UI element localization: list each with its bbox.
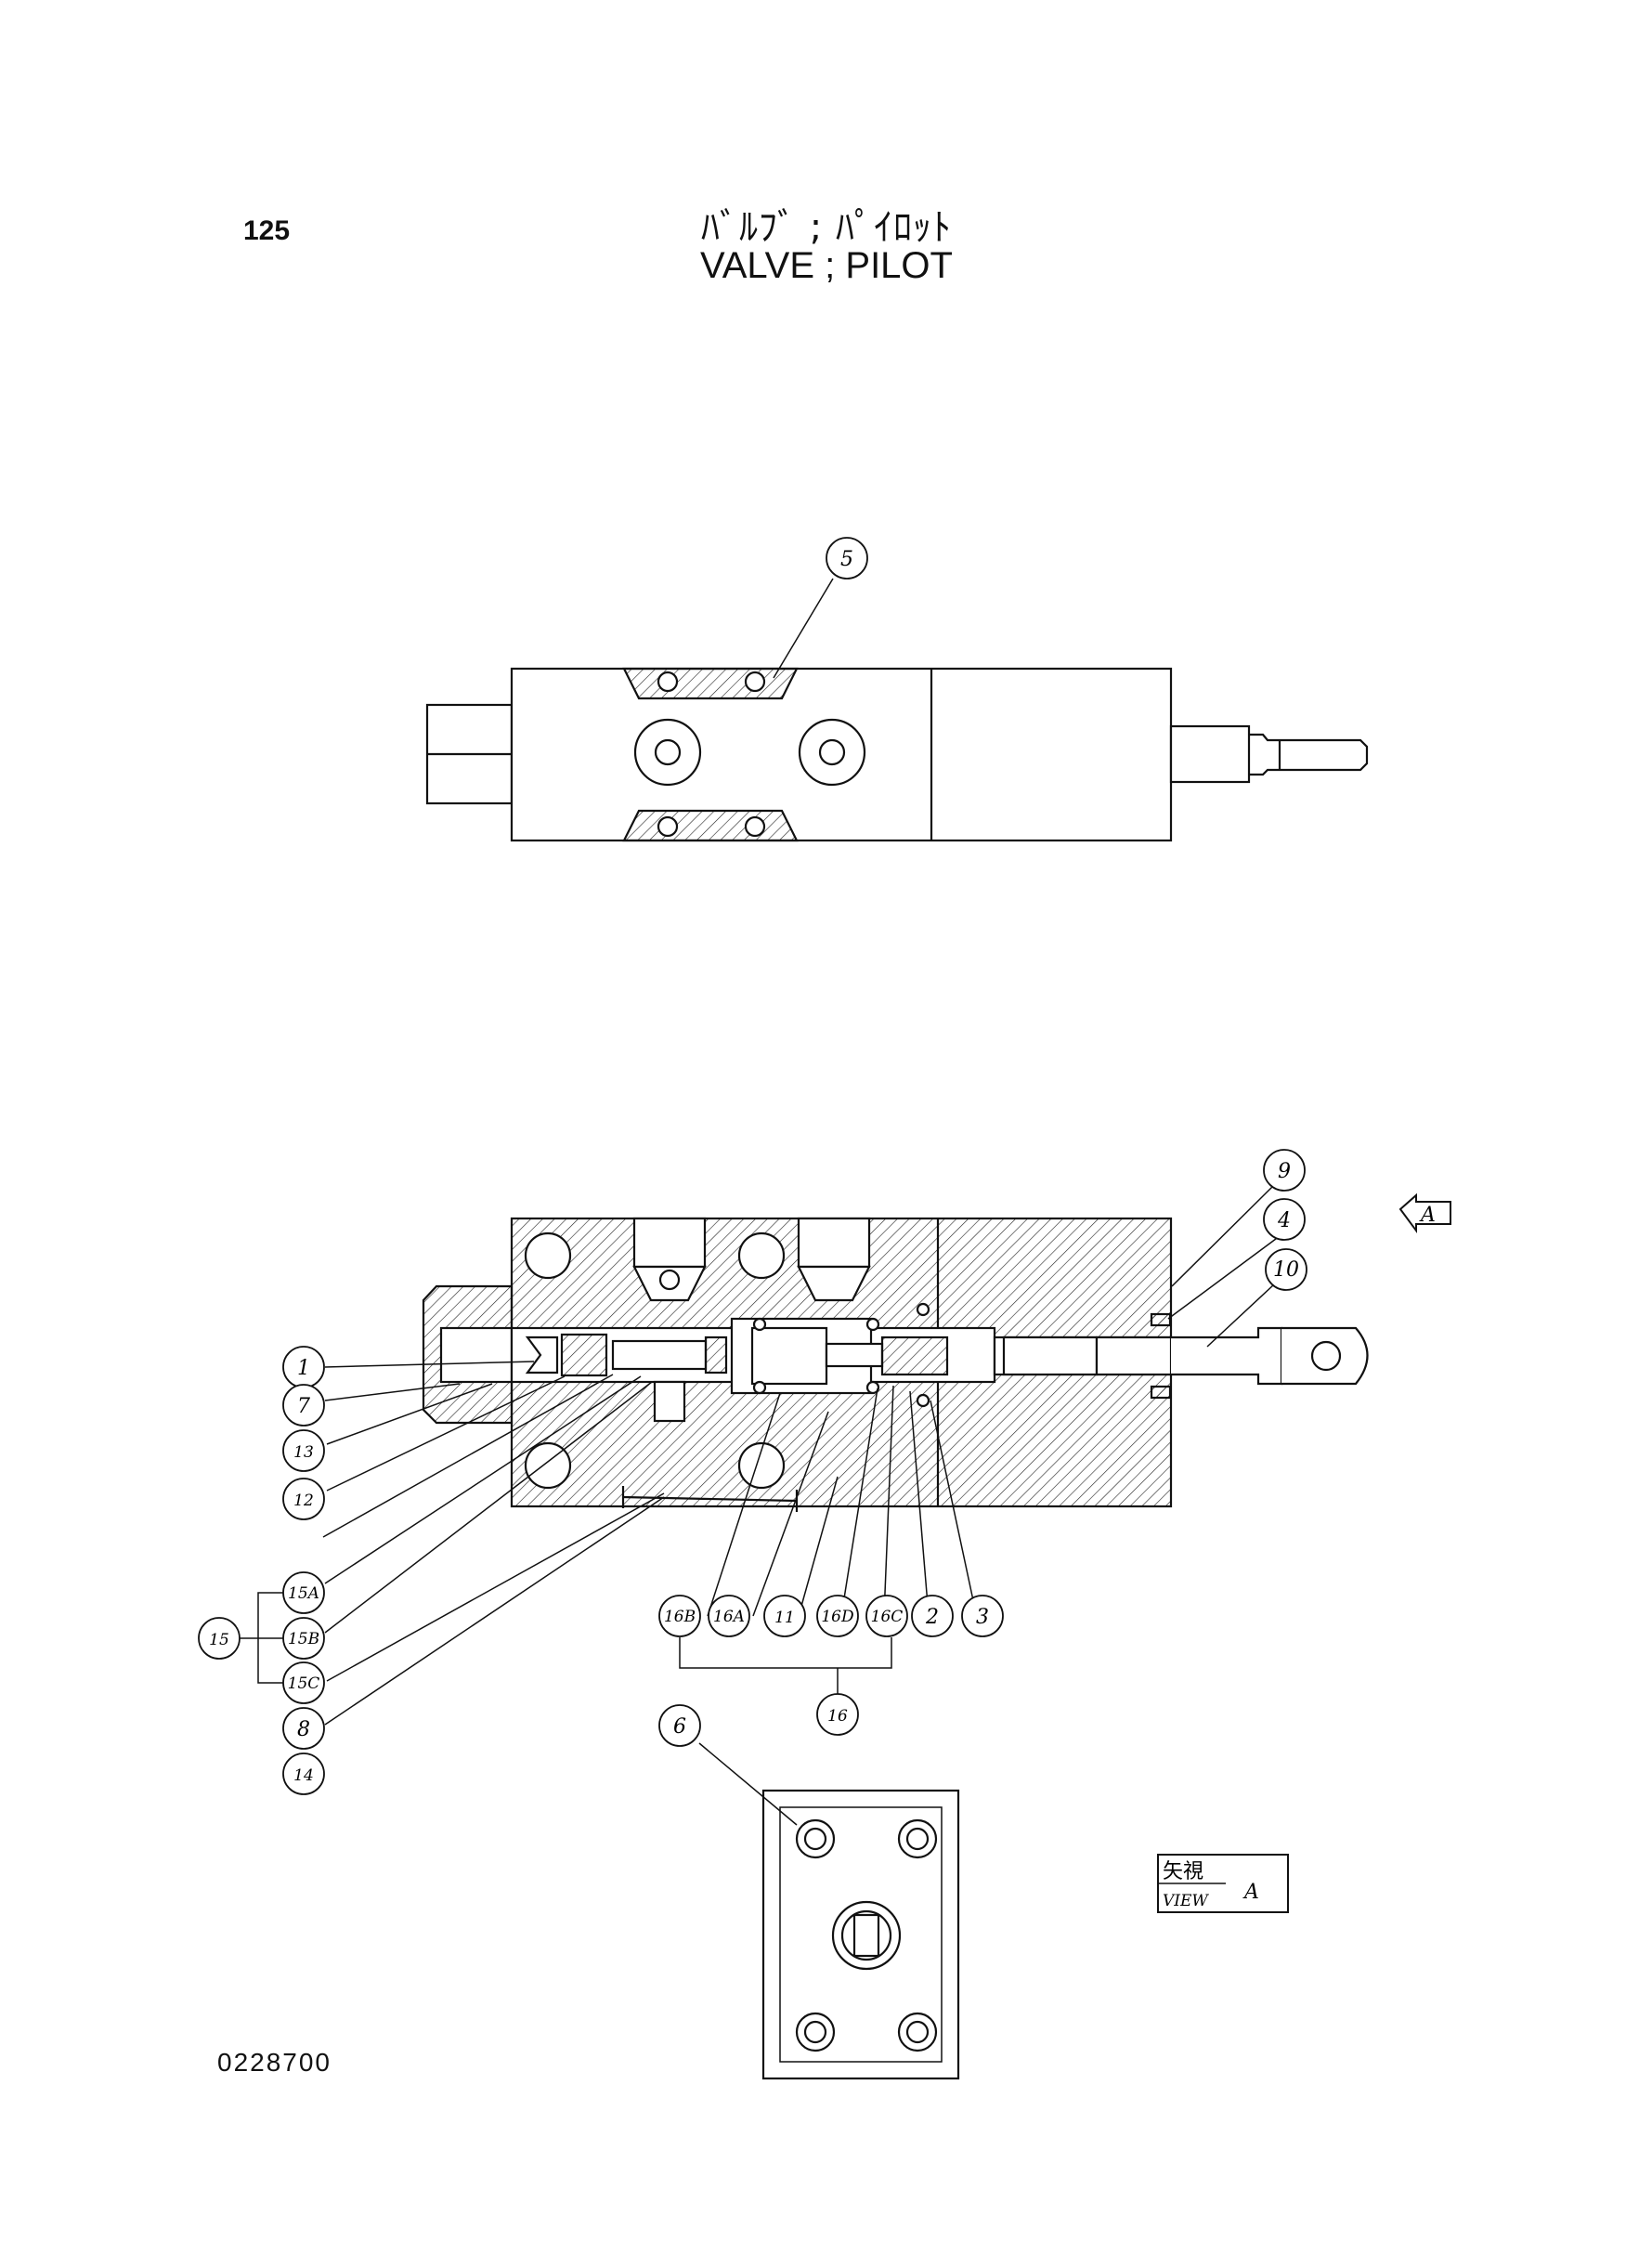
page-number: 125 bbox=[243, 215, 291, 246]
svg-text:2: 2 bbox=[925, 1606, 939, 1629]
drawing-number: 0228700 bbox=[217, 2048, 332, 2077]
callout-15c: 15C bbox=[282, 1661, 325, 1704]
svg-text:15: 15 bbox=[209, 1631, 229, 1649]
callout-16: 16 bbox=[816, 1693, 859, 1736]
callout-15: 15 bbox=[198, 1617, 241, 1660]
callout-12: 12 bbox=[282, 1478, 325, 1520]
title-japanese: ﾊﾞﾙﾌﾞ ; ﾊﾟｲﾛｯﾄ bbox=[701, 206, 952, 249]
callout-14: 14 bbox=[282, 1752, 325, 1795]
title-english: VALVE ; PILOT bbox=[700, 245, 953, 286]
svg-text:15C: 15C bbox=[288, 1674, 320, 1693]
callout-16a: 16A bbox=[708, 1595, 750, 1637]
callout-leaders bbox=[240, 1186, 1284, 1726]
callout-16d: 16D bbox=[816, 1595, 859, 1637]
callout-4: 4 bbox=[1263, 1198, 1306, 1241]
view-label: 矢視 VIEW A bbox=[1157, 1854, 1289, 1913]
svg-text:16B: 16B bbox=[664, 1608, 696, 1626]
view-label-letter: A bbox=[1242, 1881, 1259, 1904]
svg-text:13: 13 bbox=[293, 1443, 314, 1462]
callout-16b: 16B bbox=[658, 1595, 701, 1637]
view-label-word: VIEW bbox=[1163, 1892, 1209, 1910]
top-view bbox=[425, 578, 1369, 842]
callout-9: 9 bbox=[1263, 1149, 1306, 1192]
callout-7: 7 bbox=[282, 1384, 325, 1427]
callout-2: 2 bbox=[911, 1595, 954, 1637]
svg-text:1: 1 bbox=[297, 1357, 310, 1380]
callout-16c: 16C bbox=[865, 1595, 908, 1637]
svg-text:16D: 16D bbox=[821, 1608, 854, 1626]
svg-text:4: 4 bbox=[1277, 1209, 1291, 1232]
callout-15b: 15B bbox=[282, 1617, 325, 1660]
svg-text:6: 6 bbox=[673, 1715, 686, 1739]
callout-11: 11 bbox=[763, 1595, 806, 1637]
svg-text:7: 7 bbox=[297, 1395, 310, 1418]
svg-text:15A: 15A bbox=[288, 1584, 319, 1603]
svg-text:10: 10 bbox=[1273, 1258, 1299, 1282]
svg-text:8: 8 bbox=[297, 1718, 310, 1741]
svg-text:14: 14 bbox=[293, 1766, 314, 1785]
svg-text:5: 5 bbox=[840, 548, 853, 571]
view-arrow-letter: A bbox=[1419, 1204, 1436, 1227]
svg-text:15B: 15B bbox=[288, 1630, 319, 1648]
svg-text:11: 11 bbox=[774, 1609, 795, 1627]
svg-text:9: 9 bbox=[1278, 1160, 1291, 1183]
view-label-kanji: 矢視 bbox=[1163, 1860, 1203, 1883]
svg-text:12: 12 bbox=[293, 1492, 314, 1510]
section-view bbox=[422, 1217, 1369, 1512]
callout-3: 3 bbox=[961, 1595, 1004, 1637]
svg-text:3: 3 bbox=[976, 1606, 989, 1629]
callout-6: 6 bbox=[658, 1704, 701, 1747]
view-a bbox=[698, 1742, 960, 2080]
callout-5: 5 bbox=[826, 537, 868, 580]
callout-13: 13 bbox=[282, 1429, 325, 1472]
callout-1: 1 bbox=[282, 1346, 325, 1388]
callout-8: 8 bbox=[282, 1707, 325, 1750]
view-arrow-marker: A bbox=[1398, 1192, 1451, 1234]
callout-10: 10 bbox=[1265, 1248, 1307, 1291]
svg-text:16: 16 bbox=[827, 1707, 848, 1726]
svg-text:16C: 16C bbox=[871, 1608, 904, 1626]
svg-text:16A: 16A bbox=[713, 1608, 745, 1626]
callout-15a: 15A bbox=[282, 1571, 325, 1614]
